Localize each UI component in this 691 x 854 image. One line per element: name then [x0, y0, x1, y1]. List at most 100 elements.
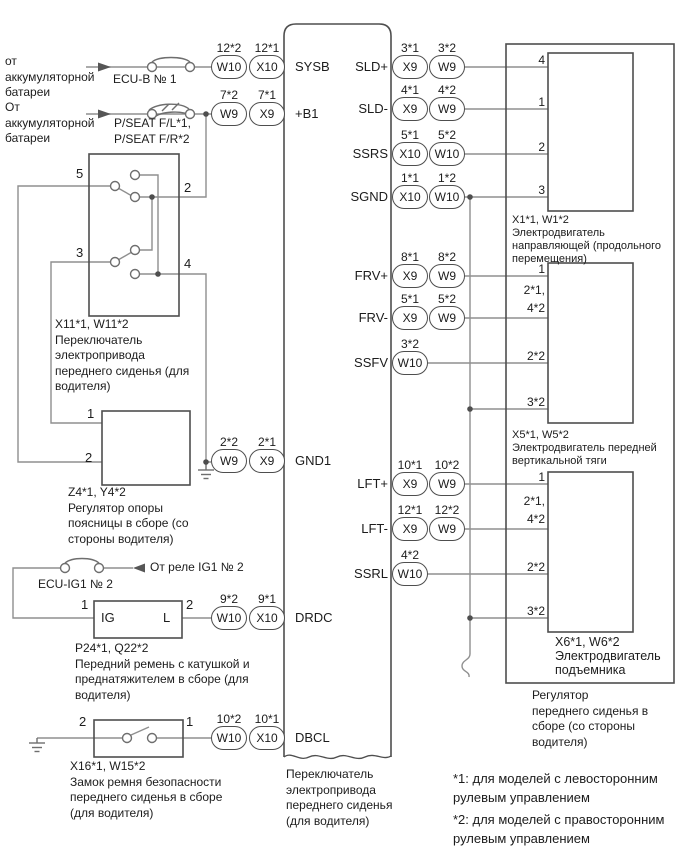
terminal-number: 12*1 — [397, 503, 423, 517]
signal-pin-label: FRV+ — [354, 268, 388, 283]
connector-code[interactable]: W10 — [429, 142, 465, 166]
connector-code[interactable]: X9 — [392, 472, 428, 496]
switch-contact-icons — [109, 169, 158, 744]
arrow-icons — [98, 62, 145, 573]
wire-pin3-to-lumbar-pin1 — [50, 261, 110, 424]
signal-pin-label: SLD+ — [355, 59, 388, 74]
terminal-number: 12*2 — [434, 503, 460, 517]
connector-code[interactable]: X10 — [249, 55, 285, 79]
pin-number: 2 — [184, 180, 192, 195]
motor-pin-number: 4 — [538, 53, 545, 67]
terminal-number: 10*2 — [434, 458, 460, 472]
motor-pin-number: 2*2 — [526, 349, 545, 363]
wire-switch-crossover-a — [140, 174, 159, 274]
connector-code[interactable]: X10 — [249, 726, 285, 750]
terminal-number: 5*1 — [400, 292, 420, 306]
terminal-number: 5*2 — [437, 128, 457, 142]
motor-pin-number: 1 — [538, 470, 545, 484]
connector-code[interactable]: W10 — [211, 726, 247, 750]
connector-code[interactable]: W10 — [429, 185, 465, 209]
component-label-lifter-motor: X6*1, W6*2 Электродвигатель подъемника — [555, 635, 661, 677]
wire-pin5-to-lumbar-pin2 — [17, 185, 110, 463]
signal-pin-label: +B1 — [295, 106, 319, 121]
terminal-number: 3*1 — [400, 41, 420, 55]
connector-code[interactable]: W9 — [429, 55, 465, 79]
connector-code[interactable]: X9 — [392, 97, 428, 121]
pin-number: 4 — [184, 256, 192, 271]
arrow-right-icon — [98, 62, 111, 72]
pin-number: 1 — [81, 597, 89, 612]
battery-source-label-2: От аккумуляторной батареи — [5, 100, 95, 145]
connector-code[interactable]: W9 — [429, 306, 465, 330]
fuse-label-ecu-b: ECU-B № 1 — [113, 72, 177, 86]
terminal-number: 4*1 — [400, 83, 420, 97]
terminal-number: 1*1 — [400, 171, 420, 185]
connector-code[interactable]: W9 — [211, 102, 247, 126]
terminal-number: 2*2 — [219, 435, 239, 449]
signal-pin-label: FRV- — [358, 310, 388, 325]
terminal-number: 8*2 — [437, 250, 457, 264]
connector-code[interactable]: X9 — [392, 306, 428, 330]
footnote-1: *1: для моделей с левосторонним рулевым … — [453, 771, 658, 805]
connector-code[interactable]: W10 — [211, 606, 247, 630]
connector-code[interactable]: X10 — [392, 142, 428, 166]
seat-switch-box — [88, 153, 180, 317]
ground-icon-buckle — [29, 738, 45, 753]
wire-switch-arm-bottom — [117, 251, 133, 261]
pin-number: 2 — [79, 714, 87, 729]
connector-code[interactable]: W10 — [392, 351, 428, 375]
connector-code[interactable]: W9 — [429, 472, 465, 496]
connector-code[interactable]: W10 — [211, 55, 247, 79]
connector-code[interactable]: X10 — [392, 185, 428, 209]
component-label-seat-switch: X11*1, W11*2 Переключатель электропривод… — [55, 317, 190, 393]
connector-code[interactable]: X9 — [392, 517, 428, 541]
pin-number: 3 — [76, 245, 84, 260]
terminal-number: 4*2 — [400, 548, 420, 562]
pin-number: 2 — [85, 450, 93, 465]
connector-code[interactable]: X9 — [249, 102, 285, 126]
connector-code[interactable]: W9 — [429, 97, 465, 121]
connector-code[interactable]: X9 — [392, 264, 428, 288]
connector-code[interactable]: X9 — [249, 449, 285, 473]
connector-code[interactable]: W9 — [429, 517, 465, 541]
signal-pin-label: SGND — [350, 189, 388, 204]
lumbar-support-box — [101, 410, 191, 486]
wire-b1-to-switch-pin2 — [179, 114, 207, 198]
signal-pin-label: DRDC — [295, 610, 333, 625]
fusible-link-pseat-icon — [146, 102, 196, 120]
connector-code[interactable]: W9 — [211, 449, 247, 473]
connector-code[interactable]: W10 — [392, 562, 428, 586]
component-label-front-vertical-motor: X5*1, W5*2 Электродвигатель передней вер… — [512, 429, 657, 467]
motor-pin-number: 3 — [538, 183, 545, 197]
junction-dots — [149, 111, 473, 621]
fuse-label-pseat: P/SEAT F/L*1, P/SEAT F/R*2 — [114, 116, 191, 146]
pin-number: 1 — [87, 406, 95, 421]
signal-pin-label: SSRS — [352, 146, 388, 161]
terminal-number: 3*2 — [400, 337, 420, 351]
signal-pin-label: GND1 — [295, 453, 332, 468]
signal-pin-label: LFT- — [361, 521, 388, 536]
terminal-number: 12*1 — [254, 41, 280, 55]
terminal-number: 7*2 — [219, 88, 239, 102]
signal-pin-label: SYSB — [295, 59, 330, 74]
motor-pin-number: 1 — [538, 95, 545, 109]
belt-buckle-box — [93, 719, 184, 758]
wire-switch-arm-top — [117, 187, 133, 197]
connector-code[interactable]: W9 — [429, 264, 465, 288]
connector-code[interactable]: X9 — [392, 55, 428, 79]
terminal-label-ig: IG — [101, 610, 115, 625]
motor-pin-number: 3*2 — [526, 604, 545, 618]
switch-module-break-wave — [283, 754, 392, 760]
terminal-number: 7*1 — [257, 88, 277, 102]
arrow-right-icon — [98, 109, 111, 119]
component-label-seat-adjuster: Регулятор переднего сиденья в сборе (со … — [532, 688, 649, 749]
wire-bus-end-squiggle — [461, 653, 471, 678]
terminal-number: 1*2 — [437, 171, 457, 185]
component-label-lumbar: Z4*1, Y4*2 Регулятор опоры поясницы в сб… — [68, 485, 189, 546]
terminal-number: 9*1 — [257, 592, 277, 606]
component-label-slide-motor: X1*1, W1*2 Электродвигатель направляющей… — [512, 214, 661, 265]
connector-code[interactable]: X10 — [249, 606, 285, 630]
fuse-ecu-b-icon — [146, 56, 196, 73]
motor-pin-number: 3*2 — [526, 395, 545, 409]
